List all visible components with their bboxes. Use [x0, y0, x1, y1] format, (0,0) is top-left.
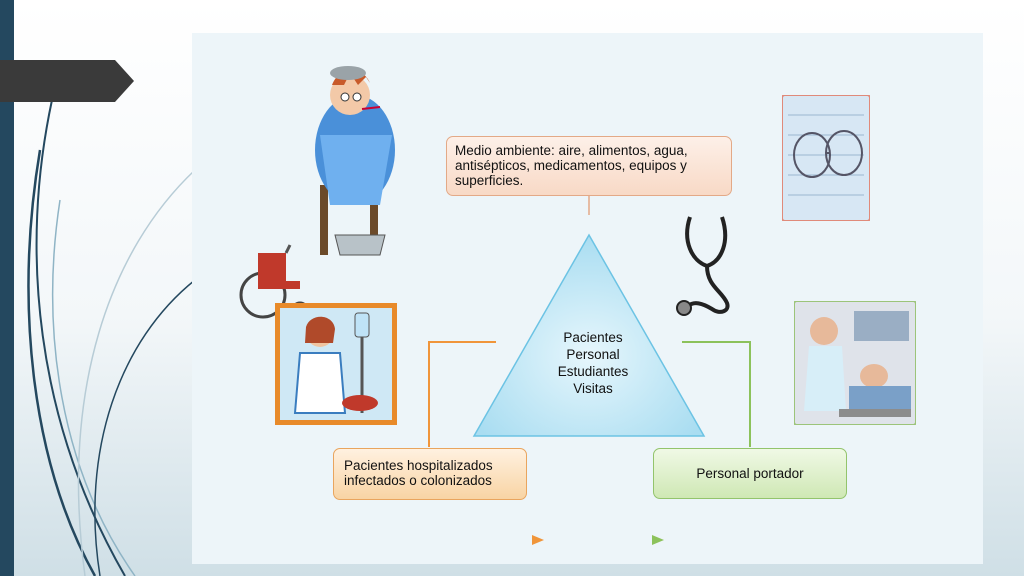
- transmission-triangle: [472, 233, 706, 437]
- decorative-swoosh: [27, 99, 196, 576]
- center-item-patients: Pacientes: [563, 330, 623, 345]
- center-item-visitors: Visitas: [573, 381, 613, 396]
- center-item-students: Estudiantes: [557, 364, 629, 379]
- environment-box: Medio ambiente: aire, alimentos, agua, a…: [446, 136, 732, 196]
- carrier-staff-box: Personal portador: [653, 448, 847, 499]
- stethoscope-icon: [676, 216, 730, 316]
- orange-arrow-marker: [532, 535, 544, 545]
- side-accent-bar: [0, 0, 14, 576]
- green-connector: [682, 341, 751, 447]
- sick-patient-illustration: [315, 66, 395, 256]
- center-item-staff: Personal: [566, 347, 620, 362]
- orange-connector: [428, 341, 496, 447]
- nurse-with-iv-illustration: [275, 303, 397, 425]
- green-arrow-marker: [652, 535, 664, 545]
- diagram-shapes: [428, 196, 751, 545]
- triangle-center-list: Pacientes Personal Estudiantes Visitas: [533, 329, 653, 397]
- doctor-with-patient-photo: [794, 301, 916, 425]
- eyeglasses-photo: [782, 95, 870, 221]
- diagram-panel: Medio ambiente: aire, alimentos, agua, a…: [192, 33, 983, 564]
- hospitalized-patients-box: Pacientes hospitalizados infectados o co…: [333, 448, 527, 500]
- title-arrow-shape: [0, 60, 134, 102]
